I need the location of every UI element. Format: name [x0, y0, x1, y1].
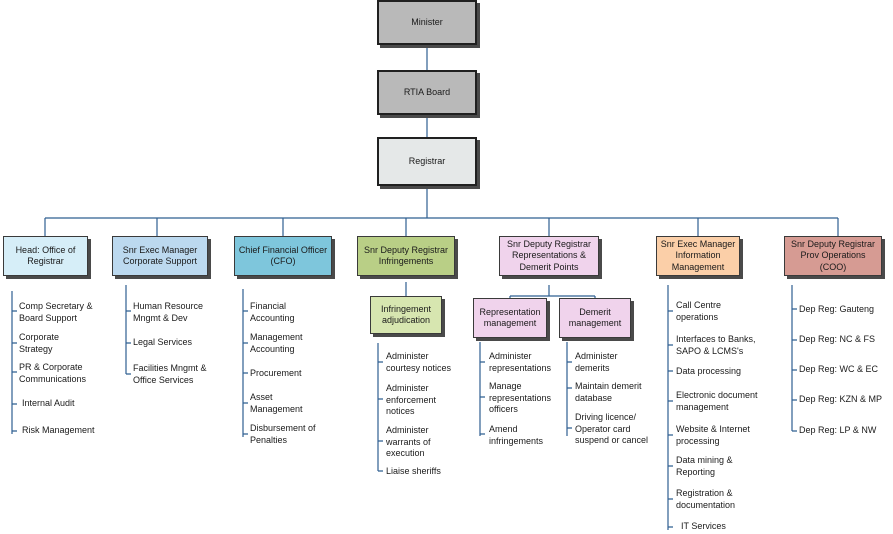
- infringement-adjudication-box: Infringement adjudication: [370, 296, 442, 334]
- list-item: Dep Reg: NC & FS: [799, 334, 876, 344]
- minister-label: Minister: [411, 16, 443, 27]
- list-item: Administer enforcement notices: [386, 383, 437, 417]
- list-item: PR & Corporate Communications: [19, 362, 87, 384]
- list-item: Dep Reg: KZN & MP: [799, 394, 883, 404]
- minister-box: Minister: [377, 0, 477, 45]
- list-item: Website & Internet processing: [676, 424, 750, 446]
- list-item: Administer courtesy notices: [386, 351, 452, 373]
- representation-management-title: Representation management: [479, 306, 541, 328]
- list-item: Risk Management: [22, 425, 95, 435]
- registrar-label: Registrar: [408, 155, 446, 166]
- cfo-title: Chief Financial Officer (CFO): [238, 244, 328, 266]
- list-item: Administer demerits: [575, 351, 618, 373]
- list-item: Comp Secretary & Board Support: [19, 301, 93, 323]
- list-item: Liaise sheriffs: [386, 466, 441, 476]
- prov-operations-box: Snr Deputy Registrar Prov Operations (CO…: [784, 236, 882, 276]
- rtia-board-box: RTIA Board: [377, 70, 477, 115]
- infringement-adjudication-title: Infringement adjudication: [380, 303, 432, 325]
- list-item: Financial Accounting: [250, 301, 295, 323]
- office-of-registrar-box: Head: Office of Registrar: [3, 236, 88, 276]
- list-item: Facilities Mngmt & Office Services: [133, 363, 207, 385]
- list-item: Data mining & Reporting: [676, 455, 733, 477]
- list-item: Electronic document management: [676, 390, 758, 412]
- prov-operations-title: Snr Deputy Registrar Prov Operations (CO…: [790, 239, 876, 272]
- infringements-box: Snr Deputy Registrar Infringements: [357, 236, 455, 276]
- list-item: Procurement: [250, 368, 302, 378]
- list-item: IT Services: [681, 521, 726, 531]
- list-item: Legal Services: [133, 337, 193, 347]
- list-item: Manage representations officers: [489, 381, 552, 415]
- registrar-box: Registrar: [377, 137, 477, 186]
- list-item: Disbursement of Penalties: [250, 423, 316, 445]
- list-item: Dep Reg: LP & NW: [799, 425, 877, 435]
- information-management-title: Snr Exec Manager Information Management: [660, 239, 736, 272]
- infringements-title: Snr Deputy Registrar Infringements: [363, 244, 449, 266]
- cfo-box: Chief Financial Officer (CFO): [234, 236, 332, 276]
- list-item: Corporate Strategy: [19, 332, 60, 354]
- list-item: Dep Reg: WC & EC: [799, 364, 879, 374]
- demerit-management-title: Demerit management: [568, 306, 622, 328]
- list-item: Internal Audit: [22, 398, 75, 408]
- office-of-registrar-title: Head: Office of Registrar: [15, 244, 76, 266]
- list-item: Interfaces to Banks, SAPO & LCMS's: [676, 334, 756, 356]
- list-item: Amend infringements: [489, 424, 544, 446]
- corporate-support-box: Snr Exec Manager Corporate Support: [112, 236, 208, 276]
- list-item: Human Resource Mngmt & Dev: [133, 301, 204, 323]
- representations-title: Snr Deputy Registrar Representations & D…: [506, 239, 592, 272]
- rtia-board-label: RTIA Board: [403, 86, 451, 97]
- list-item: Asset Management: [250, 392, 303, 414]
- list-item: Registration & documentation: [676, 488, 736, 510]
- list-item: Data processing: [676, 366, 742, 376]
- list-item: Management Accounting: [250, 332, 303, 354]
- list-item: Call Centre operations: [676, 300, 722, 322]
- list-item: Administer warrants of execution: [386, 425, 431, 459]
- list-item: Maintain demerit database: [575, 381, 642, 403]
- information-management-box: Snr Exec Manager Information Management: [656, 236, 740, 276]
- representation-management-box: Representation management: [473, 298, 547, 338]
- demerit-management-box: Demerit management: [559, 298, 631, 338]
- list-item: Driving licence/ Operator card suspend o…: [575, 412, 649, 446]
- corporate-support-title: Snr Exec Manager Corporate Support: [122, 244, 198, 266]
- list-item: Administer representations: [489, 351, 552, 373]
- representations-box: Snr Deputy Registrar Representations & D…: [499, 236, 599, 276]
- list-item: Dep Reg: Gauteng: [799, 304, 875, 314]
